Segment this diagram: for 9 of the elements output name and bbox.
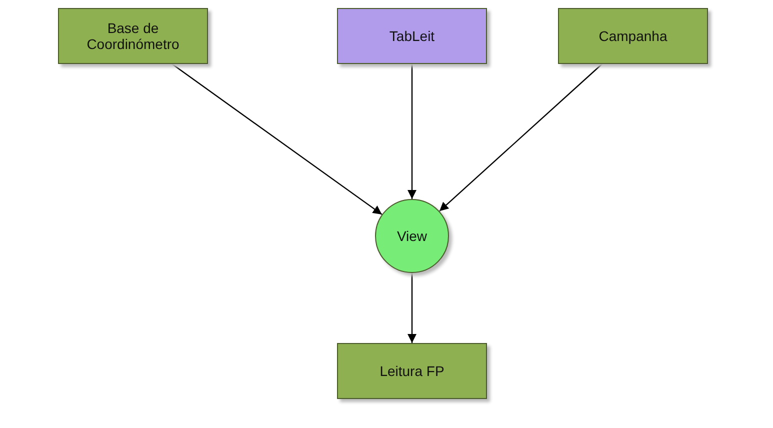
arrow (172, 64, 382, 215)
table-box: TabLeit (337, 8, 487, 64)
view-circle: View (375, 199, 449, 273)
process-box: Campanha (558, 8, 708, 64)
arrow (408, 273, 416, 343)
arrow (408, 64, 416, 199)
process-box: Base de Coordinómetro (58, 8, 208, 64)
process-box: Leitura FP (337, 343, 487, 399)
arrow (439, 64, 602, 212)
